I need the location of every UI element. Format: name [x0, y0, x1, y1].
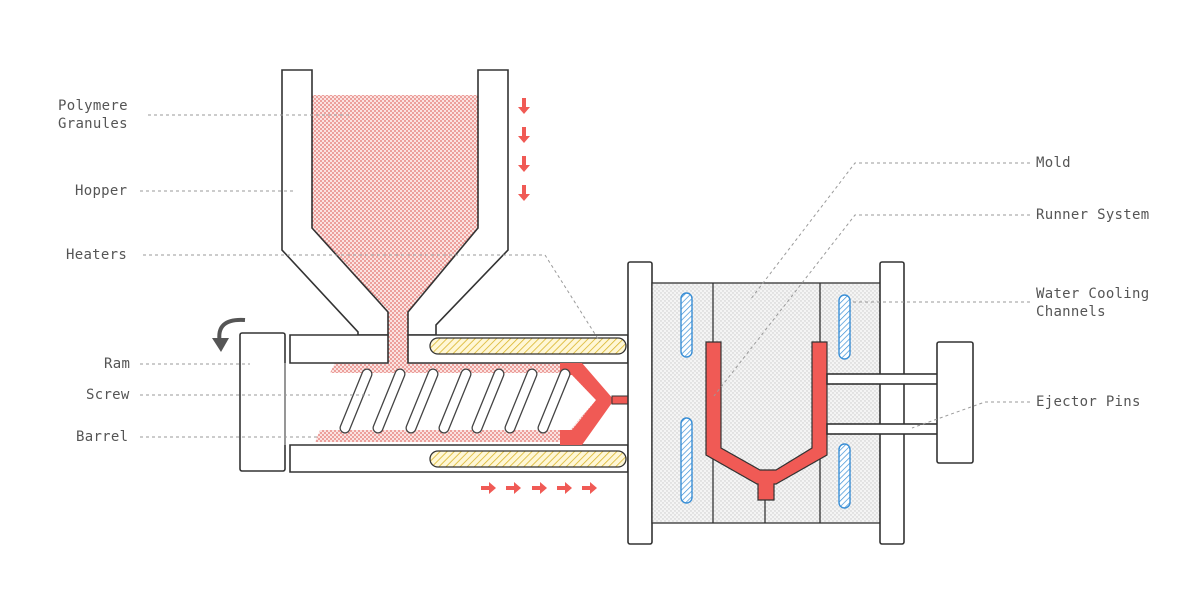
label-hopper: Hopper — [75, 183, 127, 199]
cooling-channel — [838, 294, 851, 360]
label-screw: Screw — [86, 387, 130, 403]
screw-flight-face — [406, 369, 438, 433]
label-heaters: Heaters — [66, 247, 127, 263]
label-polymere-granules-1: Polymere — [58, 98, 128, 114]
screw-flight-face — [472, 369, 504, 433]
mold — [627, 261, 905, 545]
label-runner-system: Runner System — [1036, 207, 1149, 223]
down-arrow-icon — [518, 156, 530, 172]
label-water-cooling-1: Water Cooling — [1036, 286, 1149, 302]
cooling-channel — [838, 443, 851, 509]
screw-flight-face — [505, 369, 537, 433]
curved-arrow-icon — [212, 317, 246, 352]
right-arrow-icon — [582, 482, 597, 494]
label-mold: Mold — [1036, 155, 1071, 171]
label-ejector-pins: Ejector Pins — [1036, 394, 1141, 410]
screw-flight-face — [340, 369, 372, 433]
heater-top — [429, 337, 627, 355]
right-arrow-icon — [557, 482, 572, 494]
right-arrow-icon — [532, 482, 547, 494]
cooling-channel — [680, 417, 693, 504]
right-arrow-icon — [481, 482, 496, 494]
down-arrow-icon — [518, 185, 530, 201]
hopper — [281, 69, 509, 365]
screw-flight-face — [439, 369, 471, 433]
ram — [239, 332, 286, 472]
label-ram: Ram — [104, 356, 130, 372]
down-arrow-icons — [518, 98, 530, 201]
label-polymere-granules-2: Granules — [58, 116, 128, 132]
right-arrow-icons — [481, 482, 597, 494]
heater-bottom — [429, 450, 627, 468]
mold-cavity-part — [705, 341, 828, 501]
cooling-channel — [680, 292, 693, 358]
leader-lines — [140, 114, 1030, 438]
label-barrel: Barrel — [76, 429, 128, 445]
ejector-pins — [826, 341, 974, 464]
down-arrow-icon — [518, 98, 530, 114]
polymer-granules — [312, 95, 478, 365]
down-arrow-icon — [518, 127, 530, 143]
right-arrow-icon — [506, 482, 521, 494]
screw — [330, 368, 571, 434]
screw-flight-face — [538, 369, 570, 433]
screw-flight-face — [373, 369, 405, 433]
label-water-cooling-2: Channels — [1036, 304, 1106, 320]
